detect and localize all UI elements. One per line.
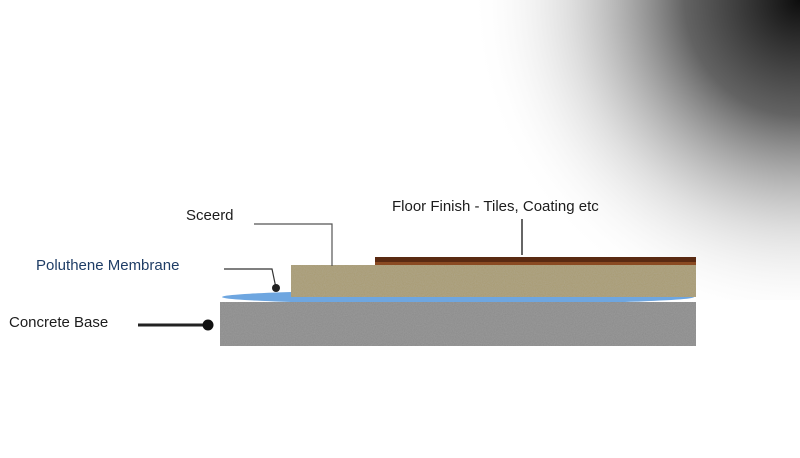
corner-shading: [460, 0, 800, 300]
screed-texture: [291, 265, 696, 297]
screed-label: Sceerd: [186, 207, 234, 224]
floor-finish-highlight: [375, 262, 696, 265]
screed-leader-line: [254, 223, 333, 266]
membrane-leader-line: [224, 268, 277, 289]
concrete-texture: [220, 302, 696, 346]
membrane-pointer-dot: [272, 284, 280, 292]
membrane-label: Poluthene Membrane: [36, 257, 180, 274]
concrete-pointer-dot: [202, 319, 214, 331]
floor-finish-layer: [375, 257, 696, 265]
floor-finish-label: Floor Finish - Tiles, Coating etc: [392, 198, 599, 215]
concrete-base-label: Concrete Base: [9, 314, 109, 331]
